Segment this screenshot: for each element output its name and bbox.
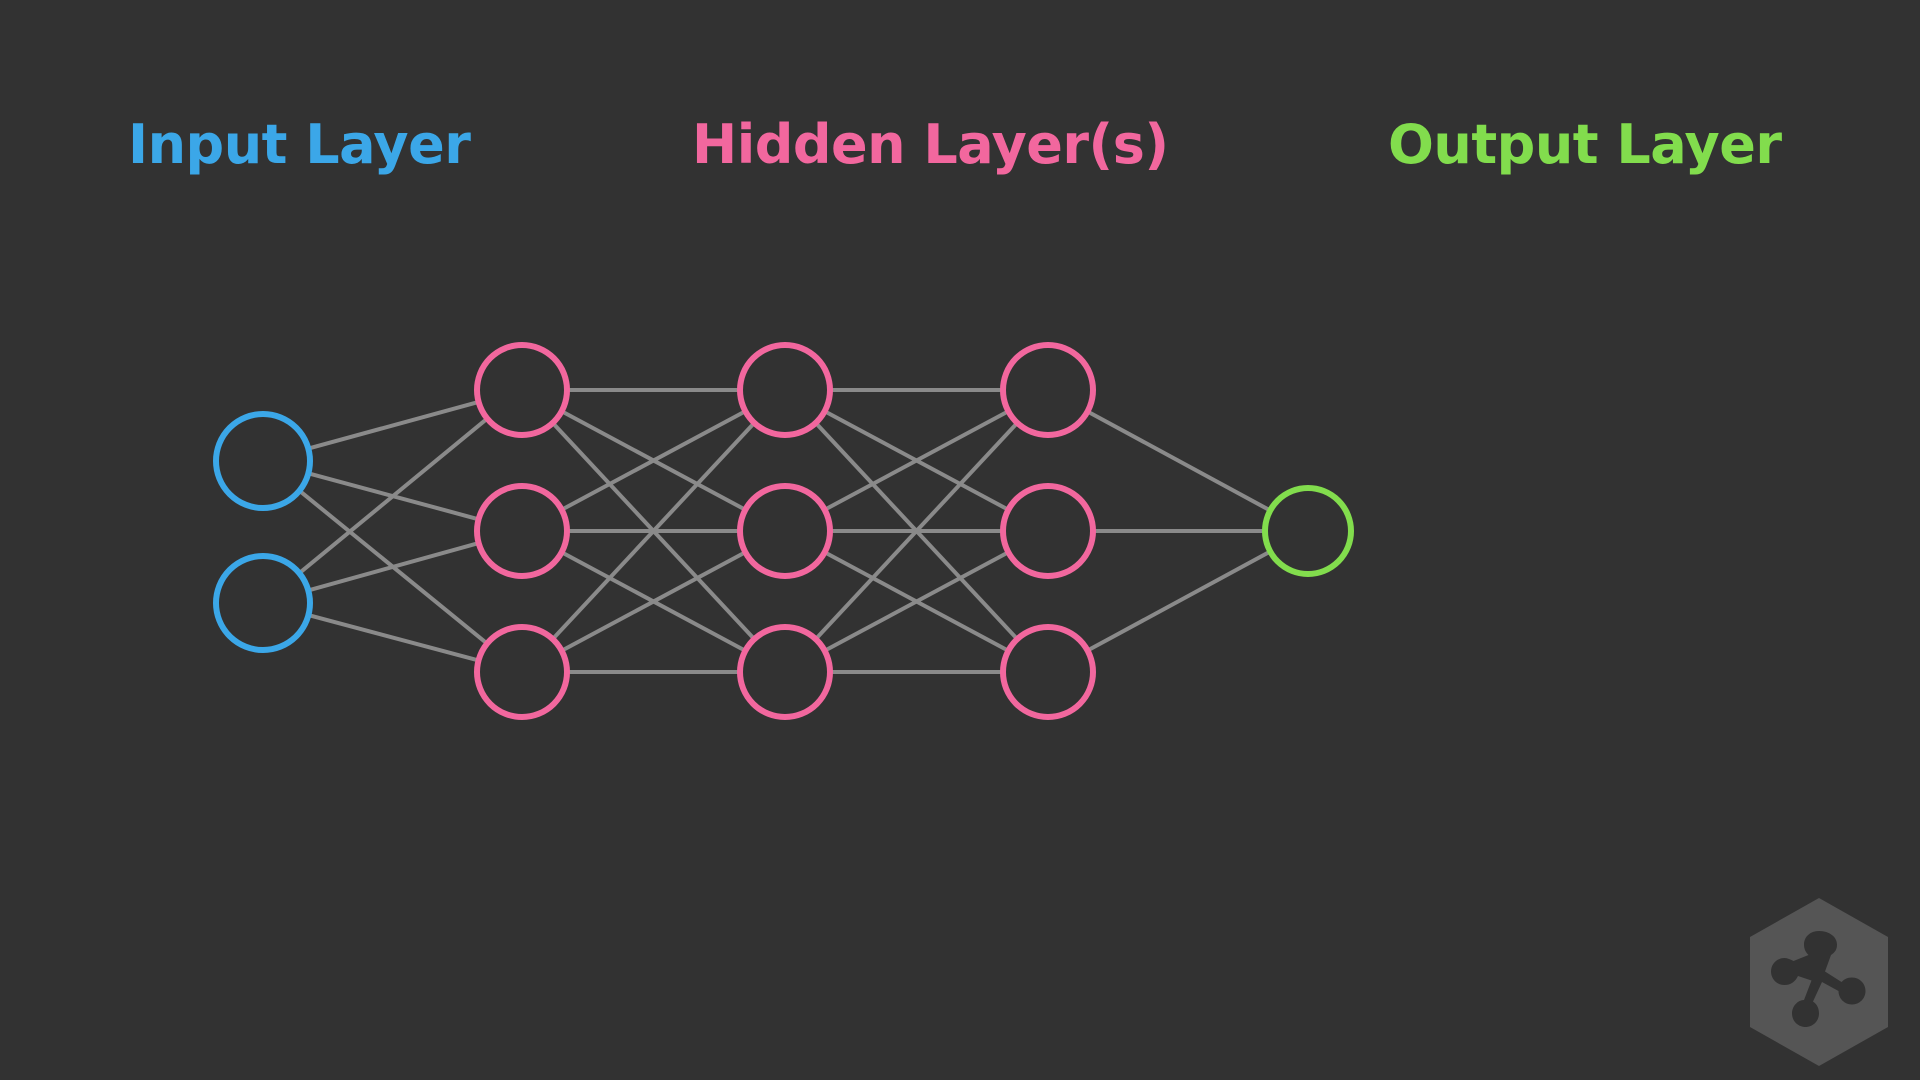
input-layer-title: Input Layer xyxy=(128,113,471,176)
neuron-nodes xyxy=(213,342,1354,720)
connection-edge xyxy=(823,550,1010,653)
connection-edge xyxy=(814,421,1019,641)
connection-edge xyxy=(1086,549,1272,653)
neuron-node-o1 xyxy=(1262,485,1354,577)
connection-edge xyxy=(560,550,747,653)
neuron-node-h2a xyxy=(737,342,833,438)
connection-edge xyxy=(823,409,1010,512)
output-layer-title: Output Layer xyxy=(1388,113,1782,176)
connection-edge xyxy=(307,613,480,663)
neuron-node-i1 xyxy=(213,411,313,511)
connection-edge xyxy=(560,409,747,512)
connection-edge xyxy=(1086,409,1272,513)
connection-edge xyxy=(307,399,480,451)
neuron-node-h2b xyxy=(737,483,833,579)
neuron-node-h3c xyxy=(1000,624,1096,720)
neuron-node-h3a xyxy=(1000,342,1096,438)
hidden-layer-title: Hidden Layer(s) xyxy=(692,113,1169,176)
neuron-node-h1a xyxy=(474,342,570,438)
neuron-node-h3b xyxy=(1000,483,1096,579)
connection-edge xyxy=(307,541,480,593)
neuron-node-i2 xyxy=(213,553,313,653)
connection-edge xyxy=(551,421,756,641)
connection-edges xyxy=(298,388,1272,674)
connection-edge xyxy=(298,417,489,575)
treehouse-logo-watermark xyxy=(1750,898,1888,1066)
neuron-node-h2c xyxy=(737,624,833,720)
neuron-node-h1c xyxy=(474,624,570,720)
neuron-node-h1b xyxy=(474,483,570,579)
